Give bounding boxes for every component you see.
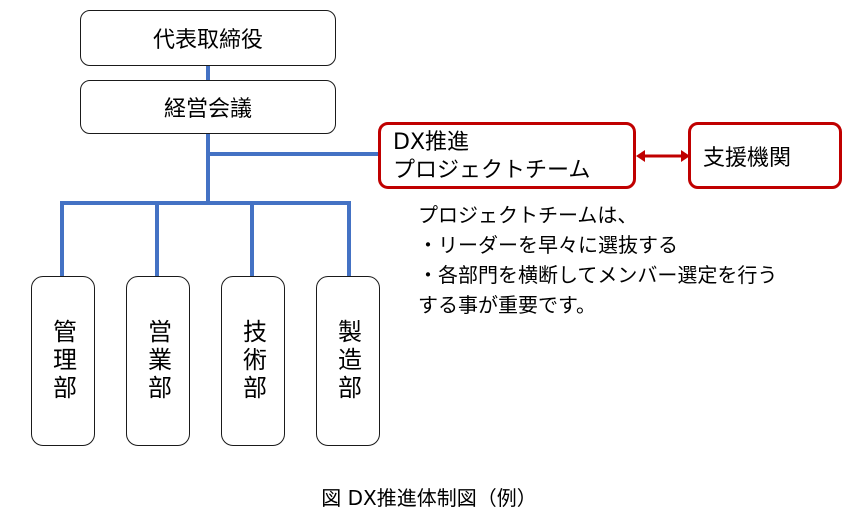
- connector-dept-2: [155, 201, 159, 277]
- department-label: 製造部: [333, 319, 362, 403]
- connector-dept-1: [60, 201, 64, 277]
- connector-ceo-meeting: [206, 66, 210, 80]
- note-line: プロジェクトチームは、: [418, 203, 638, 227]
- department-label: 管理部: [48, 319, 77, 403]
- department-sales: 営業部: [126, 276, 190, 446]
- ceo-label: 代表取締役: [152, 28, 263, 53]
- executive-meeting-label: 経営会議: [163, 97, 252, 122]
- department-admin: 管理部: [31, 276, 95, 446]
- connector-to-dx-team: [206, 152, 380, 156]
- bidirectional-arrow-icon: [636, 150, 690, 162]
- note-line: ・リーダーを早々に選抜する: [418, 233, 678, 257]
- support-organization-box: 支援機関: [688, 122, 842, 189]
- ceo-box: 代表取締役: [80, 10, 336, 66]
- dx-project-team-box: DX推進 プロジェクトチーム: [378, 122, 636, 189]
- connector-dept-4: [347, 201, 351, 277]
- note-line: する事が重要です。: [418, 293, 596, 317]
- department-manufacturing: 製造部: [316, 276, 380, 446]
- connector-departments-bar: [60, 201, 351, 205]
- figure-caption: 図 DX推進体制図（例）: [321, 486, 537, 510]
- department-label: 営業部: [143, 319, 172, 403]
- team-note: プロジェクトチームは、 ・リーダーを早々に選抜する ・各部門を横断してメンバー選…: [418, 200, 777, 320]
- department-engineering: 技術部: [221, 276, 285, 446]
- connector-dept-3: [250, 201, 254, 277]
- executive-meeting-box: 経営会議: [80, 80, 336, 134]
- dx-team-line1: DX推進: [393, 130, 470, 155]
- connector-meeting-trunk: [206, 132, 210, 205]
- note-line: ・各部門を横断してメンバー選定を行う: [418, 263, 778, 287]
- support-organization-label: 支援機関: [703, 145, 792, 171]
- dx-team-line2: プロジェクトチーム: [393, 158, 591, 183]
- department-label: 技術部: [238, 319, 267, 403]
